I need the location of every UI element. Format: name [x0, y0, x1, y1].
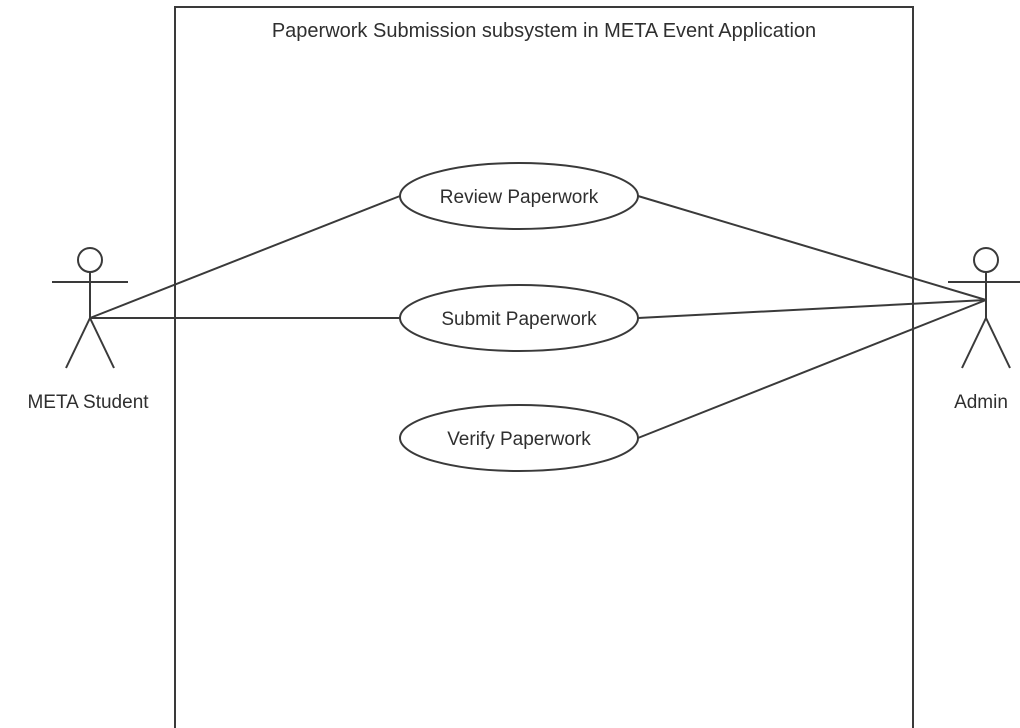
- association-admin-submit: [637, 299, 987, 319]
- actor-label: META Student: [27, 392, 149, 413]
- actor-label: Admin: [954, 392, 1008, 413]
- association-admin-review: [637, 195, 987, 301]
- association-student-review: [89, 195, 401, 319]
- association-admin-verify: [637, 299, 987, 439]
- use-case-ellipse: [399, 404, 639, 472]
- use-case-label: Submit Paperwork: [441, 309, 597, 330]
- use-case-label: Verify Paperwork: [447, 429, 591, 450]
- use-case-review-paperwork: Review Paperwork: [399, 162, 639, 230]
- actor-head: [973, 247, 999, 273]
- actor-left-leg: [65, 317, 91, 369]
- actor-right-leg: [985, 317, 1011, 369]
- system-boundary: [174, 6, 914, 728]
- actor-head: [77, 247, 103, 273]
- actor-right-leg: [89, 317, 115, 369]
- system-title: Paperwork Submission subsystem in META E…: [272, 20, 816, 42]
- use-case-submit-paperwork: Submit Paperwork: [399, 284, 639, 352]
- actor-left-leg: [961, 317, 987, 369]
- use-case-verify-paperwork: Verify Paperwork: [399, 404, 639, 472]
- use-case-ellipse: [399, 284, 639, 352]
- actor-admin: Admin: [948, 247, 1020, 413]
- actor-meta-student: META Student: [27, 247, 149, 413]
- use-case-ellipse: [399, 162, 639, 230]
- use-case-label: Review Paperwork: [440, 187, 599, 208]
